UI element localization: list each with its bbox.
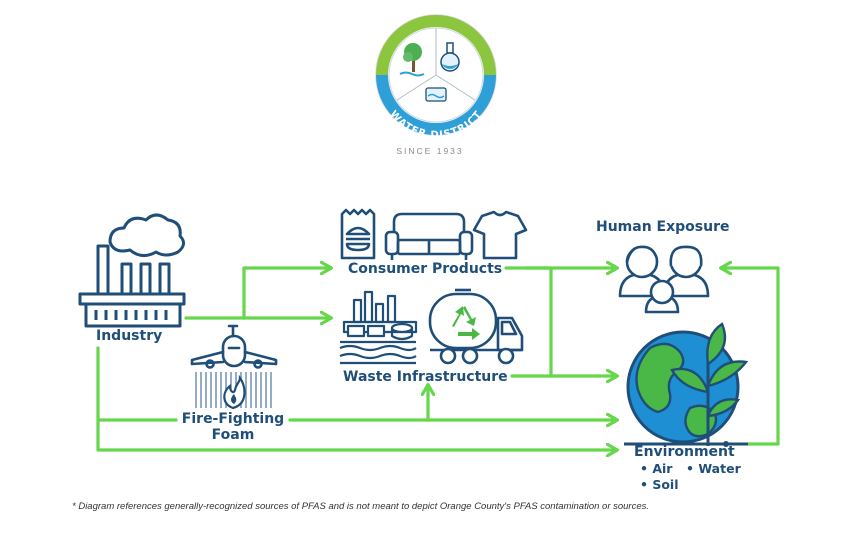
- fire-fighting-foam-line1: Fire-Fighting: [181, 411, 285, 427]
- tshirt-icon: [472, 210, 528, 260]
- environment-air: • Air: [640, 461, 673, 476]
- earth-plant-icon: [624, 322, 749, 447]
- fire-foam-icon: [195, 372, 272, 410]
- factory-icon: [78, 213, 186, 328]
- fire-fighting-foam-label: Fire-Fighting Foam: [176, 411, 290, 443]
- burger-bag-icon: [340, 208, 376, 260]
- ocwd-logo: ORANGE COUNTY WATER DISTRICT: [375, 2, 497, 141]
- recycle-symbol-icon: [452, 306, 480, 340]
- environment-label: Environment: [634, 444, 735, 460]
- family-icon: [618, 245, 710, 314]
- arrow-industry-consumer: [184, 268, 330, 320]
- arrow-consumer-environment: [524, 266, 616, 376]
- waste-infrastructure-label: Waste Infrastructure: [343, 369, 508, 385]
- logo-since-text: SINCE 1933: [396, 146, 464, 156]
- environment-soil: • Soil: [640, 477, 679, 492]
- environment-water: • Water: [686, 461, 741, 476]
- recycling-truck-icon: [428, 288, 524, 365]
- footnote: * Diagram references generally-recognize…: [72, 501, 650, 512]
- airplane-icon: [190, 324, 278, 369]
- arrow-environment-human: [722, 268, 780, 446]
- sofa-icon: [384, 212, 474, 260]
- treatment-plant-icon: [339, 290, 418, 365]
- fire-fighting-foam-line2: Foam: [211, 427, 255, 444]
- human-exposure-label: Human Exposure: [596, 219, 730, 235]
- arrow-industry-environment: [96, 346, 616, 450]
- consumer-products-label: Consumer Products: [348, 261, 503, 277]
- flow-arrows: [96, 266, 780, 450]
- industry-label: Industry: [96, 328, 163, 344]
